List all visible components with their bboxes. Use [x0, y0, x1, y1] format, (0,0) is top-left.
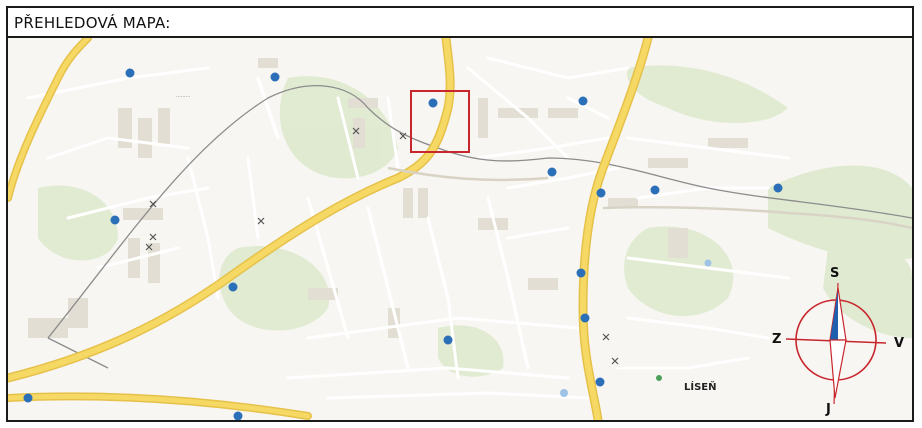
secondary-roads [387, 166, 912, 230]
map-header: PŘEHLEDOVÁ MAPA: [8, 8, 912, 38]
compass-south-label: J [826, 402, 831, 417]
street-label: ········· [176, 94, 191, 100]
district-label: LÍSEŇ [684, 382, 717, 393]
compass-west-label: Z [772, 332, 782, 347]
main-roads [8, 38, 653, 420]
pond-icon [560, 389, 568, 397]
compass-needle-south [829, 339, 847, 399]
compass-north-label: S [830, 266, 840, 281]
compass-east-label: V [894, 336, 905, 351]
map-frame: PŘEHLEDOVÁ MAPA: [6, 6, 914, 422]
map-canvas [8, 38, 912, 420]
highlighted-area [410, 90, 470, 153]
park-marker-icon [656, 375, 662, 381]
building-blocks [28, 58, 748, 338]
transit-stop-markers [23, 68, 783, 420]
poi-markers [145, 127, 619, 365]
compass-rose [785, 282, 887, 405]
water-icon [704, 259, 712, 267]
minor-streets [26, 56, 790, 400]
compass-needle-fill [830, 290, 838, 340]
overview-map: ········· LÍSEŇ S J Z V [8, 38, 912, 420]
map-title: PŘEHLEDOVÁ MAPA: [14, 14, 171, 32]
